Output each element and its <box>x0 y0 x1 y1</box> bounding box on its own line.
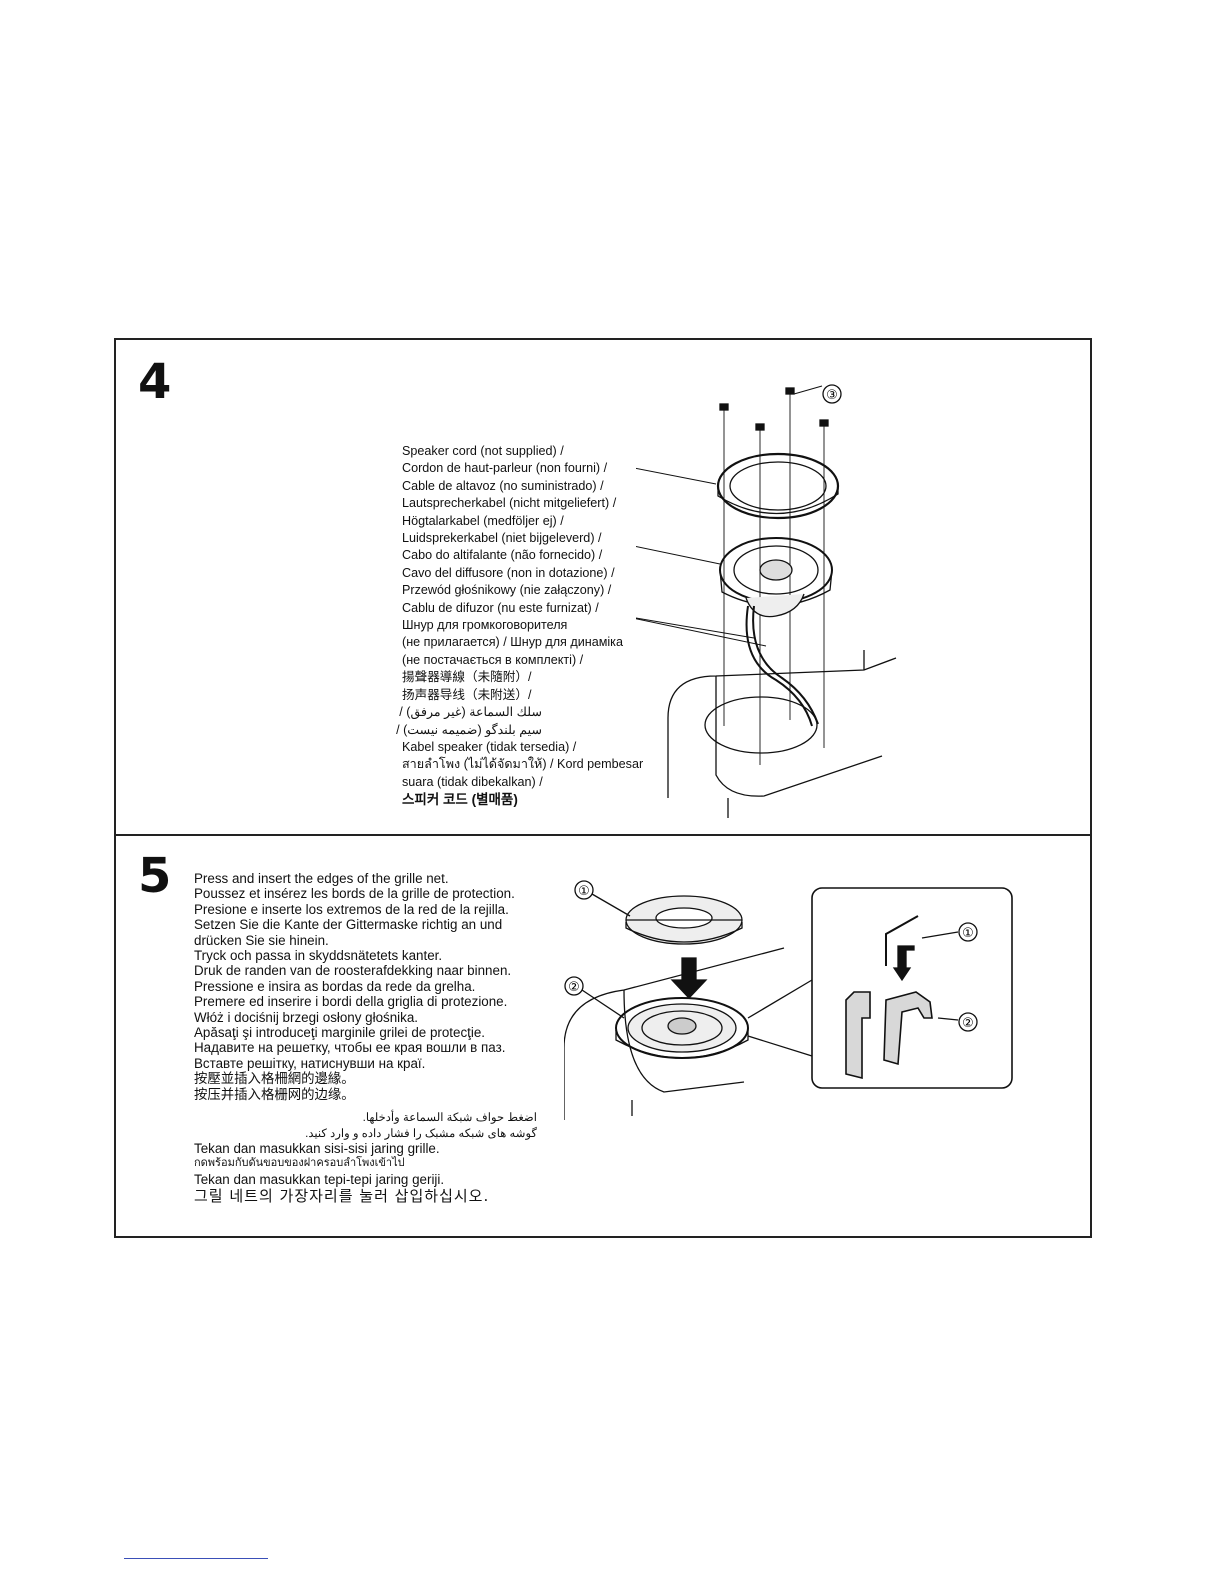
instruction-frame: 4 Speaker cord (not supplied) / Cordon d… <box>114 338 1092 1238</box>
instruction-line: Poussez et insérez les bords de la grill… <box>194 886 515 902</box>
instruction-line: กดพร้อมกับดันขอบของฝาครอบลำโพงเข้าไป <box>194 1157 405 1170</box>
instruction-line: Press and insert the edges of the grille… <box>194 871 449 886</box>
grille-instructions: Press and insert the edges of the grille… <box>194 871 554 1205</box>
cord-label-line: suara (tidak dibekalkan) / <box>402 774 543 789</box>
instruction-line: 按壓並插入格柵網的邊緣。 <box>194 1071 355 1087</box>
step-5-number: 5 <box>138 848 172 904</box>
callout-1: ① <box>578 884 590 899</box>
instruction-line: drücken Sie sie hinein. <box>194 932 329 948</box>
cord-label-line: سلك السماعة (غير مرفق) / <box>399 705 542 720</box>
instruction-line: Druk de randen van de roosterafdekking n… <box>194 963 512 979</box>
instruction-line: Apăsaţi şi introduceţi marginile grilei … <box>194 1025 486 1041</box>
instruction-line: Tekan dan masukkan sisi-sisi jaring gril… <box>194 1140 440 1156</box>
speaker-mount-diagram: ③ ② ④ <box>636 384 897 818</box>
instruction-line: Premere ed inserire i bordi della grigli… <box>194 994 508 1010</box>
cord-label-line: (не постачається в комплекті) / <box>402 652 584 667</box>
instruction-line: Вставте решітку, натиснувши на краї. <box>194 1055 426 1071</box>
cord-label-line: สายลำโพง (ไม่ได้จัดมาให้) / Kord pembesa… <box>402 757 644 772</box>
footer-rule <box>124 1558 268 1559</box>
step-divider <box>116 834 1090 836</box>
cord-label-line: Kabel speaker (tidak tersedia) / <box>402 739 577 754</box>
step-4-number: 4 <box>138 354 172 410</box>
cord-label-line: Luidsprekerkabel (niet bijgeleverd) / <box>402 531 602 546</box>
cord-label-line: Speaker cord (not supplied) / <box>402 444 564 458</box>
cord-label-line: Cable de altavoz (no suministrado) / <box>402 478 604 493</box>
callout-1-detail: ① <box>962 926 974 941</box>
cord-label-line: (не прилагается) / Шнур для динаміка <box>402 635 623 650</box>
cord-label-line: Lautsprecherkabel (nicht mitgeliefert) / <box>402 496 617 511</box>
cord-label-line: Cabo do altifalante (não fornecido) / <box>402 548 603 563</box>
callout-2-detail: ② <box>962 1016 974 1031</box>
speaker-cord-label: Speaker cord (not supplied) / Cordon de … <box>396 443 652 809</box>
instruction-line: Włóż i dociśnij brzegi osłony głośnika. <box>194 1009 419 1025</box>
cord-label-line: Cordon de haut-parleur (non fourni) / <box>402 461 608 476</box>
instruction-line: Tryck och passa in skyddsnätetets kanter… <box>194 948 443 964</box>
cord-label-line: Cavo del diffusore (non in dotazione) / <box>402 565 615 580</box>
instruction-line: Tekan dan masukkan tepi-tepi jaring geri… <box>194 1171 445 1187</box>
cord-label-line: 揚聲器導線（未隨附）/ <box>402 670 532 685</box>
instruction-line: Надавите на решетку, чтобы ее края вошли… <box>194 1040 506 1056</box>
instruction-line: Pressione e insira as bordas da rede da … <box>194 978 476 994</box>
cord-label-line: Högtalarkabel (medföljer ej) / <box>402 513 564 528</box>
callout-3: ③ <box>826 388 838 403</box>
cord-label-line: Cablu de difuzor (nu este furnizat) / <box>402 600 599 615</box>
instruction-line: اضغط حواف شبكة السماعة وأدخلها. <box>362 1111 537 1125</box>
instruction-line: 그릴 네트의 가장자리를 눌러 삽입하십시오. <box>194 1187 490 1206</box>
callout-2: ② <box>568 980 580 995</box>
cord-label-line: Przewód głośnikowy (nie załączony) / <box>402 583 612 598</box>
cord-label-line: 스피커 코드 (별매품) <box>402 792 518 808</box>
grille-insert-diagram: ① ② ① ② <box>564 880 1013 1120</box>
instruction-line: 按压并插入格栅网的边缘。 <box>194 1086 355 1102</box>
instruction-line: گوشه های شبکه مشبک را فشار داده و وارد ک… <box>305 1126 537 1140</box>
instruction-line: Presione e inserte los extremos de la re… <box>194 901 509 917</box>
cord-label-line: Шнур для громкоговорителя <box>402 618 568 633</box>
cord-label-line: سیم بلندگو (ضمیمه نیست) / <box>396 722 542 737</box>
instruction-line: Setzen Sie die Kante der Gittermaske ric… <box>194 917 503 933</box>
cord-label-line: 扬声器导线（未附送）/ <box>402 687 532 702</box>
